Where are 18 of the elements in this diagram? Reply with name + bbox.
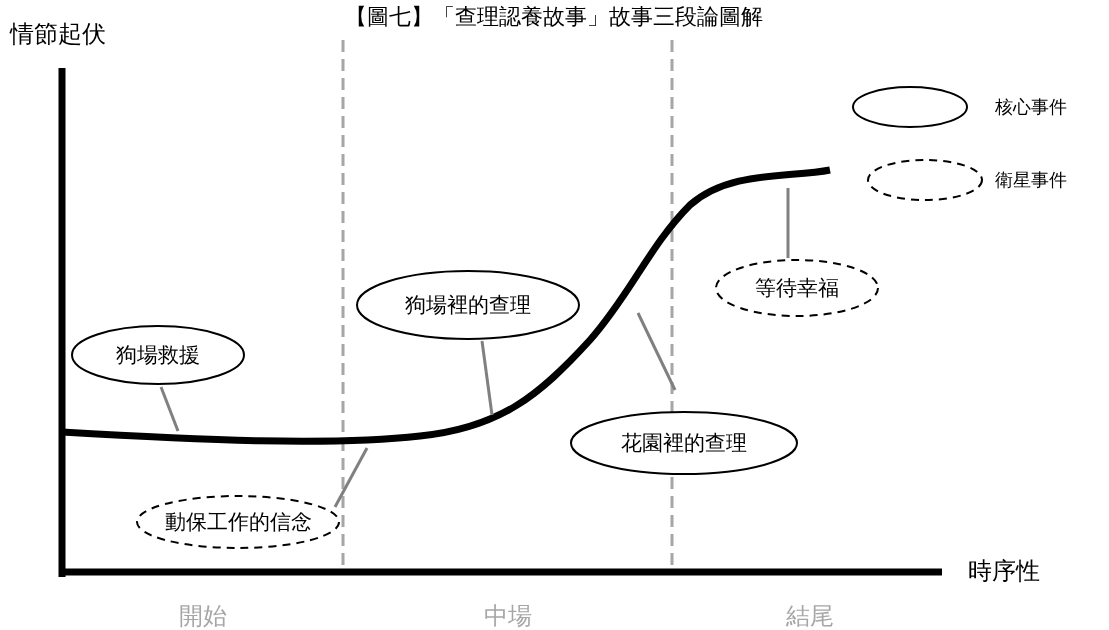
core-event-ellipse: 狗場裡的查理 bbox=[355, 269, 581, 341]
figure-title: 【圖七】「查理認養故事」故事三段論圖解 bbox=[345, 3, 763, 31]
section-label: 結尾 bbox=[786, 601, 834, 630]
legend-label: 衛星事件 bbox=[995, 168, 1067, 192]
axis-label: 時序性 bbox=[968, 556, 1040, 587]
core-event-ellipse: 花園裡的查理 bbox=[569, 410, 799, 476]
leader-line bbox=[786, 188, 790, 258]
section-label: 開始 bbox=[179, 601, 227, 630]
core-event-ellipse: 狗場救援 bbox=[70, 324, 246, 386]
leader-line bbox=[159, 386, 180, 432]
satellite-event-ellipse: 動保工作的信念 bbox=[135, 494, 341, 550]
satellite-event-ellipse: 等待幸福 bbox=[714, 258, 880, 318]
leader-line bbox=[333, 447, 369, 508]
leader-line bbox=[480, 340, 494, 416]
legend-label: 核心事件 bbox=[995, 95, 1067, 119]
section-label: 中場 bbox=[484, 601, 532, 630]
leader-line bbox=[636, 312, 677, 391]
axis-label: 情節起伏 bbox=[10, 19, 106, 50]
